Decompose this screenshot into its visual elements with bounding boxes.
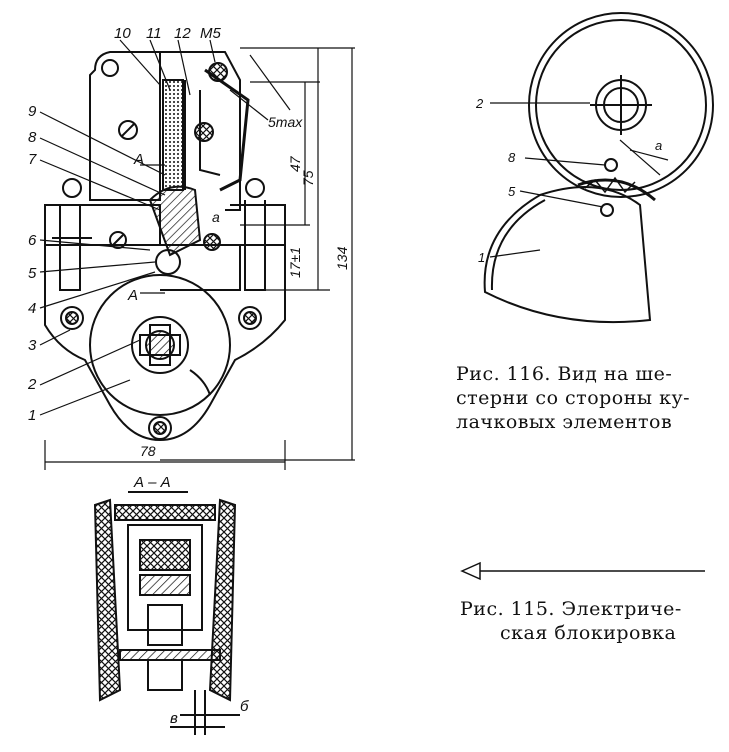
callout-9: 9 xyxy=(28,103,37,120)
dim-5max: 5max xyxy=(268,114,303,130)
dim-134: 134 xyxy=(334,246,350,270)
cam-callout-5: 5 xyxy=(508,184,516,199)
callout-m5: M5 xyxy=(200,25,221,42)
callout-12: 12 xyxy=(174,25,191,42)
callout-3: 3 xyxy=(28,337,37,354)
callout-10: 10 xyxy=(114,25,131,42)
callout-2: 2 xyxy=(27,376,37,393)
dimension-lines xyxy=(39,39,355,470)
gap-b-label: б xyxy=(240,698,249,715)
caption-fig116: Рис. 116. Вид на ше- стерни со стороны к… xyxy=(456,362,690,434)
cam-callout-2: 2 xyxy=(475,96,484,111)
main-drawing xyxy=(44,51,286,442)
section-title: А – А xyxy=(133,474,171,491)
section-view xyxy=(93,491,240,735)
callout-5: 5 xyxy=(28,265,37,282)
caption-fig115-line2: ская блокировка xyxy=(500,622,677,644)
callout-4: 4 xyxy=(28,300,36,317)
left-arrow-icon xyxy=(460,561,705,581)
callout-7: 7 xyxy=(28,151,37,168)
dim-a: a xyxy=(212,209,220,225)
section-mark-top: A xyxy=(133,151,144,168)
cam-view xyxy=(483,12,714,324)
callout-11: 11 xyxy=(146,25,162,42)
dim-78: 78 xyxy=(140,443,156,459)
callout-1: 1 xyxy=(28,407,36,424)
callout-8: 8 xyxy=(28,129,37,146)
dim-75: 75 xyxy=(300,170,316,186)
caption-fig115-line1: Рис. 115. Электриче- xyxy=(460,598,682,620)
callout-6: 6 xyxy=(28,232,37,249)
caption-fig116-line2: стерни со стороны ку- xyxy=(456,387,691,409)
gap-v-label: в xyxy=(170,710,178,727)
dim-47: 47 xyxy=(287,155,303,172)
dim-17: 17±1 xyxy=(287,247,303,278)
caption-fig116-line1: Рис. 116. Вид на ше- xyxy=(456,363,673,385)
cam-callout-1: 1 xyxy=(478,250,485,265)
section-mark-bottom: A xyxy=(127,287,138,304)
caption-fig116-line3: лачковых элементов xyxy=(456,411,673,433)
cam-gap-a: a xyxy=(655,138,662,153)
caption-fig115: Рис. 115. Электриче- ская блокировка xyxy=(460,597,682,645)
cam-callout-8: 8 xyxy=(508,150,516,165)
